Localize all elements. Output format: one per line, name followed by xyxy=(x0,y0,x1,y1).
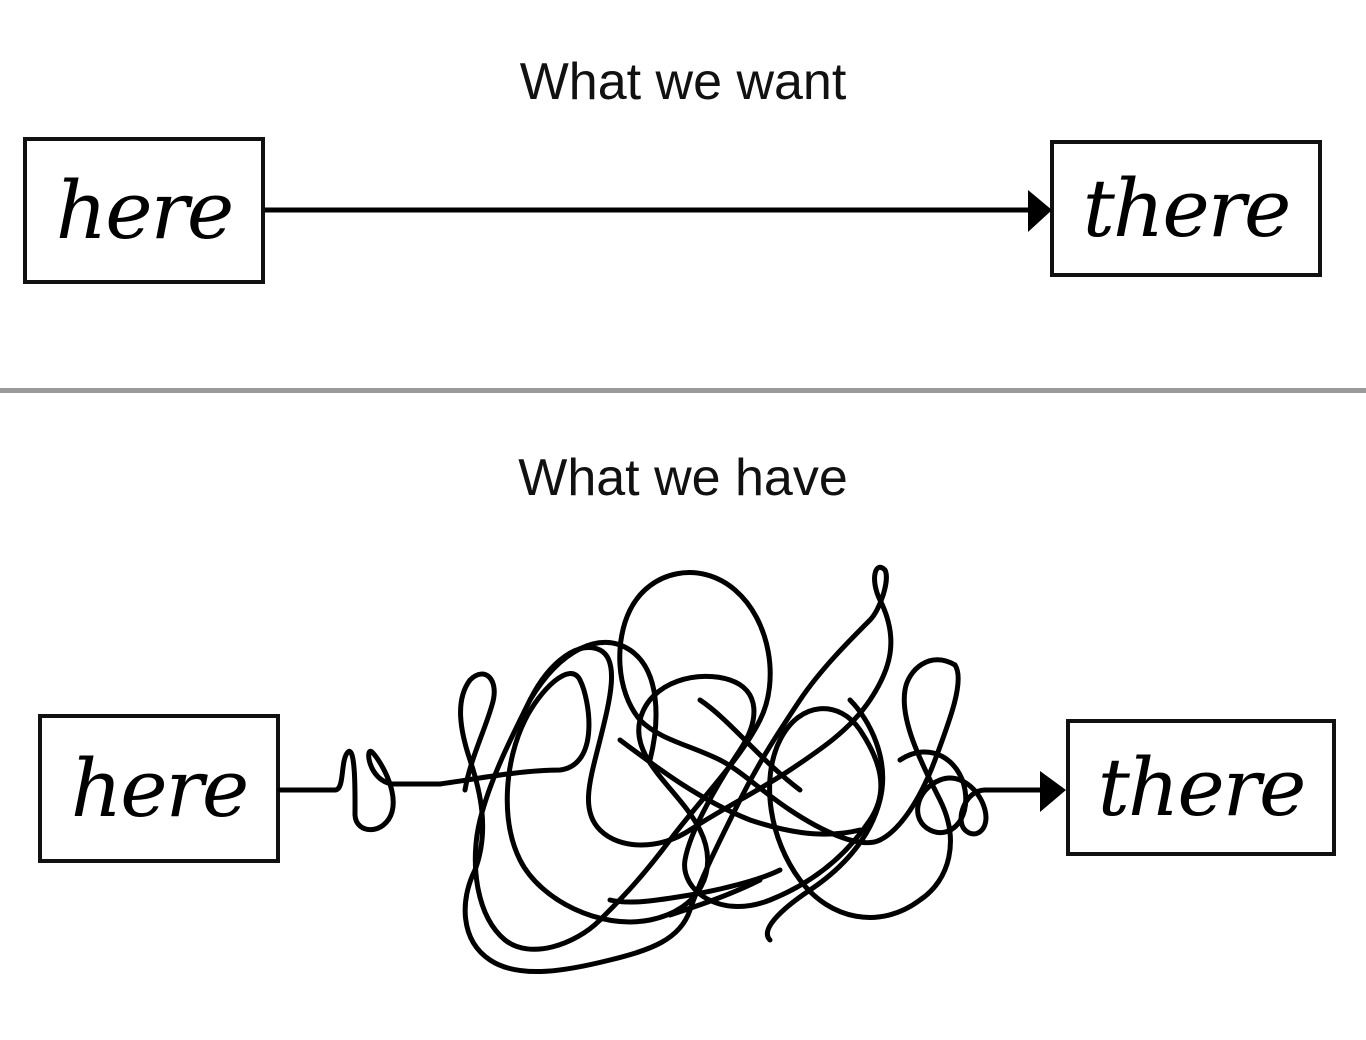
there-label-bottom: there xyxy=(1097,741,1307,834)
here-label-top: here xyxy=(55,164,234,257)
title-what-we-want: What we want xyxy=(519,53,847,111)
here-box-bottom: here xyxy=(38,714,280,863)
there-box-bottom: there xyxy=(1066,719,1336,856)
arrowhead-icon xyxy=(1040,771,1066,812)
there-label-top: there xyxy=(1082,162,1292,255)
arrowhead-icon xyxy=(1028,190,1052,232)
here-label-bottom: here xyxy=(70,742,249,835)
section-divider xyxy=(0,388,1366,393)
title-what-we-have: What we have xyxy=(518,449,848,507)
there-box-top: there xyxy=(1050,140,1322,277)
here-box-top: here xyxy=(23,137,265,284)
